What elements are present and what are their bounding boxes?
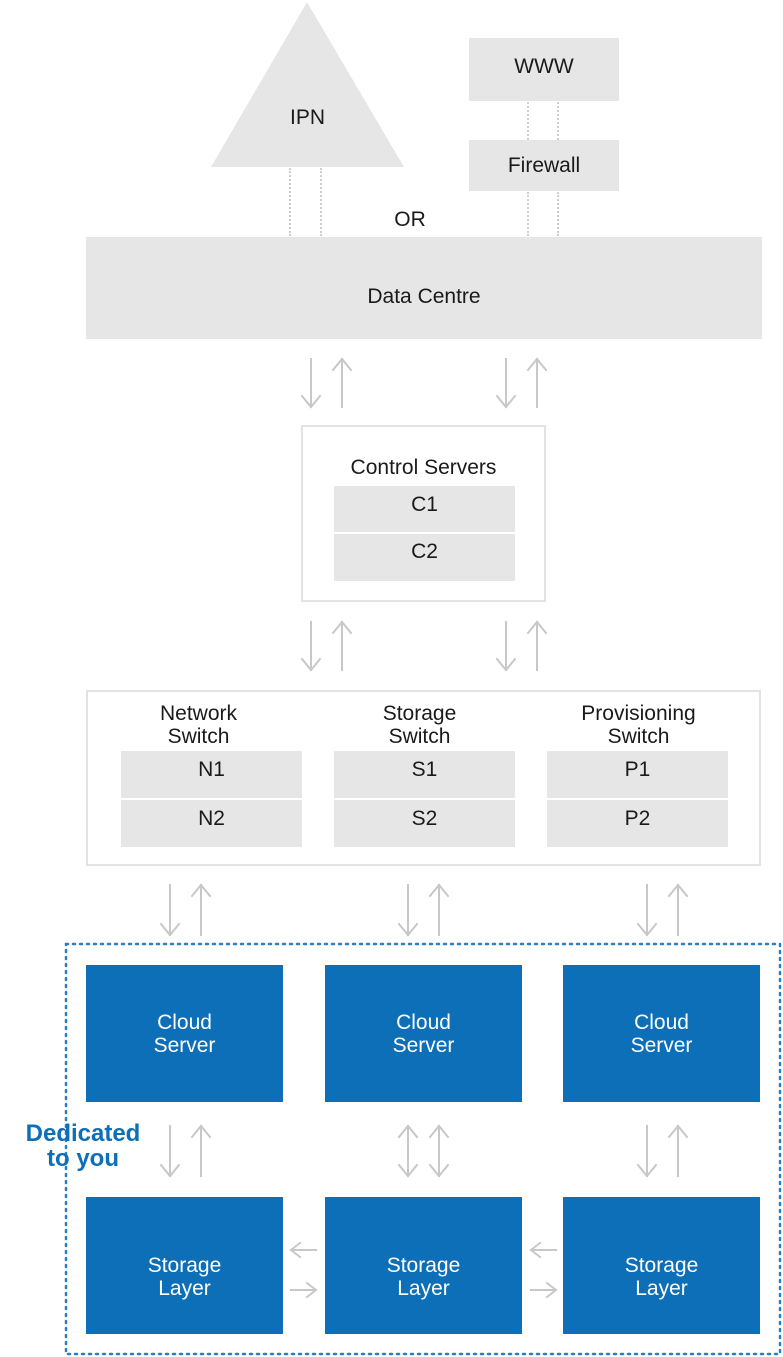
- cloud-server-1: Cloud Server: [86, 965, 283, 1102]
- provisioning-switch-p1: P1: [547, 751, 728, 798]
- storage-switch-title-line1: Storage: [382, 702, 457, 725]
- control-server-c2: C2: [334, 534, 515, 581]
- network-switch-title: Network Switch: [108, 702, 289, 748]
- www-label: WWW: [514, 55, 574, 78]
- cloud-server-2-line1: Cloud: [396, 1010, 451, 1034]
- storage-switch-title-line2: Switch: [388, 725, 451, 748]
- ipn-node: IPN: [211, 2, 404, 167]
- connector-ipn-right: [320, 168, 322, 236]
- network-switch-n2-label: N2: [198, 807, 225, 830]
- provisioning-switch-title-line1: Provisioning: [581, 702, 696, 725]
- cloud-server-3-label: Cloud Server: [563, 1011, 760, 1057]
- storage-layer-2-line1: Storage: [386, 1253, 461, 1277]
- network-switch-n1-label: N1: [198, 758, 225, 781]
- firewall-label: Firewall: [507, 154, 581, 177]
- storage-switch-title: Storage Switch: [329, 702, 510, 748]
- network-switch-title-line1: Network: [159, 702, 238, 725]
- arrow-down-icon: [636, 1125, 658, 1178]
- control-server-c1: C1: [334, 486, 515, 532]
- arrow-down-icon: [495, 358, 517, 409]
- arrow-up-icon: [526, 620, 548, 671]
- arrow-left-icon: [529, 1241, 557, 1259]
- network-switch-n2: N2: [121, 800, 302, 847]
- arrow-up-icon: [667, 1124, 689, 1177]
- storage-layer-1: Storage Layer: [86, 1197, 283, 1334]
- storage-layer-2-label: Storage Layer: [325, 1254, 522, 1300]
- storage-layer-3-line1: Storage: [624, 1253, 699, 1277]
- network-switch-n1: N1: [121, 751, 302, 798]
- connector-firewall-left: [527, 192, 529, 236]
- cloud-server-1-line1: Cloud: [157, 1010, 212, 1034]
- arrow-left-icon: [289, 1241, 317, 1259]
- dedicated-label-line1: Dedicated: [25, 1120, 141, 1147]
- switches-panel: Network Switch N1 N2 Storage Switch S1 S…: [86, 690, 761, 866]
- control-server-c2-label: C2: [411, 540, 438, 563]
- cloud-server-1-line2: Server: [153, 1033, 216, 1057]
- www-node: WWW: [469, 38, 619, 101]
- provisioning-switch-title-line2: Switch: [607, 725, 670, 748]
- data-centre-label: Data Centre: [367, 285, 481, 308]
- storage-layer-1-label: Storage Layer: [86, 1254, 283, 1300]
- network-switch-title-line2: Switch: [167, 725, 230, 748]
- connector-www-left: [527, 102, 529, 140]
- provisioning-switch-p2-label: P2: [624, 807, 651, 830]
- storage-layer-1-line1: Storage: [147, 1253, 222, 1277]
- arrow-right-icon: [290, 1281, 318, 1299]
- storage-layer-3-line2: Layer: [635, 1276, 688, 1300]
- or-label: OR: [394, 208, 426, 231]
- cloud-server-3: Cloud Server: [563, 965, 760, 1102]
- arrow-double-icon: [397, 1124, 419, 1178]
- arrow-up-icon: [331, 620, 353, 671]
- arrow-down-icon: [636, 884, 658, 937]
- arrow-up-icon: [667, 883, 689, 936]
- cloud-server-3-line2: Server: [630, 1033, 693, 1057]
- arrow-down-icon: [300, 358, 322, 409]
- dedicated-label: Dedicated to you: [8, 1121, 158, 1171]
- storage-switch-s1: S1: [334, 751, 515, 798]
- ipn-label: IPN: [289, 106, 325, 129]
- cloud-server-1-label: Cloud Server: [86, 1011, 283, 1057]
- arrow-up-icon: [526, 357, 548, 408]
- storage-layer-3: Storage Layer: [563, 1197, 760, 1334]
- arrow-double-icon: [428, 1124, 450, 1178]
- storage-switch-s1-label: S1: [411, 758, 438, 781]
- data-centre: Data Centre: [86, 237, 762, 339]
- arrow-up-icon: [190, 883, 212, 936]
- arrow-right-icon: [530, 1281, 558, 1299]
- connector-firewall-right: [557, 192, 559, 236]
- cloud-server-2: Cloud Server: [325, 965, 522, 1102]
- control-server-c1-label: C1: [411, 493, 438, 516]
- provisioning-switch-title: Provisioning Switch: [548, 702, 729, 748]
- storage-layer-3-label: Storage Layer: [563, 1254, 760, 1300]
- connector-ipn-left: [289, 168, 291, 236]
- arrow-up-icon: [331, 357, 353, 408]
- arrow-up-icon: [428, 883, 450, 936]
- arrow-down-icon: [397, 884, 419, 937]
- dedicated-label-line2: to you: [47, 1145, 119, 1172]
- storage-layer-2-line2: Layer: [397, 1276, 450, 1300]
- cloud-server-3-line1: Cloud: [634, 1010, 689, 1034]
- arrow-down-icon: [300, 621, 322, 672]
- arrow-up-icon: [190, 1124, 212, 1177]
- arrow-down-icon: [159, 884, 181, 937]
- control-servers-panel: Control Servers C1 C2: [301, 425, 546, 602]
- cloud-server-2-label: Cloud Server: [325, 1011, 522, 1057]
- storage-layer-1-line2: Layer: [158, 1276, 211, 1300]
- provisioning-switch-p2: P2: [547, 800, 728, 847]
- connector-www-right: [557, 102, 559, 140]
- cloud-server-2-line2: Server: [392, 1033, 455, 1057]
- provisioning-switch-p1-label: P1: [624, 758, 651, 781]
- arrow-down-icon: [495, 621, 517, 672]
- firewall-node: Firewall: [469, 140, 619, 191]
- arrow-down-icon: [159, 1125, 181, 1178]
- storage-switch-s2: S2: [334, 800, 515, 847]
- storage-switch-s2-label: S2: [411, 807, 438, 830]
- ipn-triangle-icon: [211, 2, 404, 167]
- storage-layer-2: Storage Layer: [325, 1197, 522, 1334]
- control-servers-title: Control Servers: [350, 456, 497, 479]
